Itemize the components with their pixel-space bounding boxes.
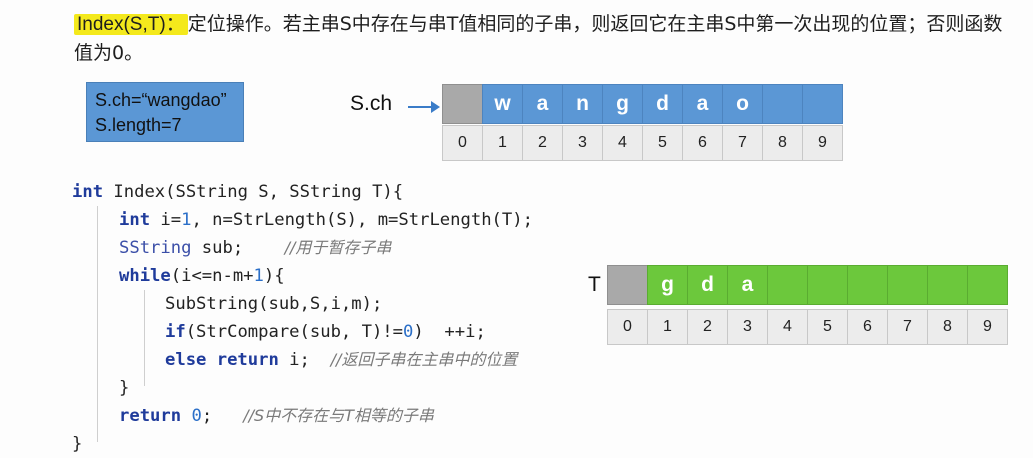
indent-guide-inner [144, 290, 145, 386]
code-line-9: return 0; //S中不存在与T相等的子串 [119, 406, 434, 426]
t-index-cell-7: 7 [887, 309, 928, 345]
t-cell-9 [967, 265, 1008, 305]
t-index-cell-4: 4 [767, 309, 808, 345]
s-index-cell-4: 4 [602, 125, 643, 161]
t-cell-7 [887, 265, 928, 305]
s-index-cell-1: 1 [482, 125, 523, 161]
s-index-cell-7: 7 [722, 125, 763, 161]
s-cell-1: w [482, 84, 523, 124]
t-index-cell-2: 2 [687, 309, 728, 345]
t-cell-4 [767, 265, 808, 305]
code-line-10: } [72, 434, 83, 454]
description: Index(S,T)：定位操作。若主串S中存在与串T值相同的子串，则返回它在主串… [74, 10, 1004, 68]
t-index-cell-0: 0 [607, 309, 648, 345]
t-index-cell-9: 9 [967, 309, 1008, 345]
s-cell-5: d [642, 84, 683, 124]
s-index-cell-6: 6 [682, 125, 723, 161]
code-line-1: int Index(SString S, SString T){ [72, 182, 404, 202]
t-index-cell-3: 3 [727, 309, 768, 345]
s-cell-0 [442, 84, 483, 124]
s-ch-label: S.ch [350, 92, 393, 115]
s-index-cell-5: 5 [642, 125, 683, 161]
t-cell-5 [807, 265, 848, 305]
t-index-cell-8: 8 [927, 309, 968, 345]
s-ch-value: S.ch=“wangdao” [95, 90, 227, 110]
s-cell-7: o [722, 84, 763, 124]
t-cell-2: d [687, 265, 728, 305]
t-index-cell-1: 1 [647, 309, 688, 345]
s-cell-2: a [522, 84, 563, 124]
indent-guide [97, 206, 98, 442]
s-index-cell-9: 9 [802, 125, 843, 161]
s-cell-4: g [602, 84, 643, 124]
code-line-2: int i=1, n=StrLength(S), m=StrLength(T); [119, 210, 533, 230]
t-cell-1: g [647, 265, 688, 305]
description-text: 定位操作。若主串S中存在与串T值相同的子串，则返回它在主串S中第一次出现的位置；… [74, 13, 1003, 64]
t-cell-8 [927, 265, 968, 305]
code-block: int Index(SString S, SString T){ int i=1… [72, 178, 533, 458]
code-line-6: if(StrCompare(sub, T)!=0) ++i; [165, 322, 486, 342]
t-index-cell-5: 5 [807, 309, 848, 345]
s-info-box: S.ch=“wangdao” S.length=7 [86, 82, 244, 142]
s-index-cell-8: 8 [762, 125, 803, 161]
s-cell-9 [802, 84, 843, 124]
code-line-8: } [119, 378, 130, 398]
s-index-cell-3: 3 [562, 125, 603, 161]
t-cell-6 [847, 265, 888, 305]
s-cell-3: n [562, 84, 603, 124]
t-cell-3: a [727, 265, 768, 305]
t-label: T [588, 273, 601, 296]
s-length-value: S.length=7 [95, 115, 182, 135]
s-cell-8 [762, 84, 803, 124]
code-line-3: SString sub; //用于暂存子串 [119, 238, 392, 258]
s-index-cell-0: 0 [442, 125, 483, 161]
t-index-cell-6: 6 [847, 309, 888, 345]
s-cell-6: a [682, 84, 723, 124]
s-index-cell-2: 2 [522, 125, 563, 161]
code-line-4: while(i<=n-m+1){ [119, 266, 285, 286]
function-name-highlight: Index(S,T)： [74, 14, 188, 35]
code-line-5: SubString(sub,S,i,m); [165, 294, 383, 314]
code-line-7: else return i; //返回子串在主串中的位置 [165, 350, 518, 370]
arrow-icon [408, 101, 440, 113]
t-cell-0 [607, 265, 648, 305]
